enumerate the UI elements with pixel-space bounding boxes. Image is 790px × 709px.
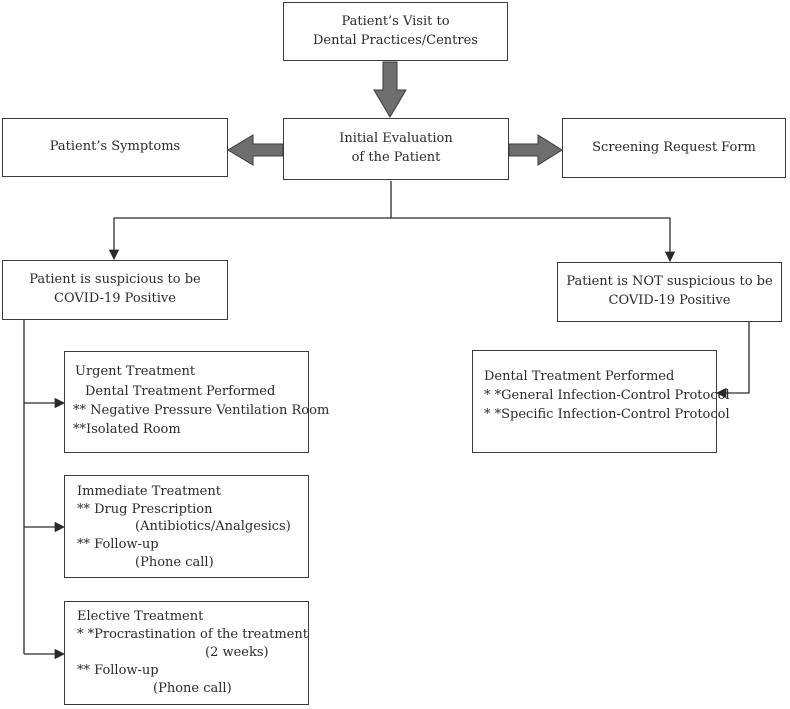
suspicious-box: Patient is suspicious to be COVID-19 Pos…	[2, 260, 228, 320]
dental-performed-line-2: * *Specific Infection-Control Protocol	[484, 407, 730, 422]
immediate-line-3: ** Follow-up	[77, 537, 159, 552]
not-suspicious-line2: COVID-19 Positive	[608, 293, 731, 308]
visit-line1: Patient’s Visit to	[341, 13, 450, 29]
not-suspicious-line1: Patient is NOT suspicious to be	[566, 274, 773, 290]
elective-treatment-box: Elective Treatment * *Procrastination of…	[64, 601, 309, 705]
immediate-line-2: (Antibiotics/Analgesics)	[135, 519, 291, 534]
arrow-initial-to-screening	[508, 134, 563, 166]
visit-box: Patient’s Visit to Dental Practices/Cent…	[283, 2, 508, 61]
dental-performed-line-1: * *General Infection-Control Protocol	[484, 388, 730, 403]
immediate-line-4: (Phone call)	[135, 555, 214, 570]
suspicious-line2: COVID-19 Positive	[54, 291, 176, 306]
dental-treatment-performed-box: Dental Treatment Performed * *General In…	[472, 350, 730, 453]
immediate-treatment-box: Immediate Treatment ** Drug Prescription…	[64, 475, 309, 578]
visit-line2: Dental Practices/Centres	[313, 32, 478, 48]
screening-label: Screening Request Form	[592, 139, 756, 155]
not-suspicious-box: Patient is NOT suspicious to be COVID-19…	[557, 262, 782, 322]
symptoms-label: Patient’s Symptoms	[49, 139, 181, 155]
urgent-line-1: Dental Treatment Performed	[85, 384, 276, 399]
immediate-line-1: ** Drug Prescription	[77, 502, 213, 517]
arrow-initial-to-symptoms	[227, 134, 284, 166]
initial-line2: of the Patient	[351, 150, 441, 165]
initial-evaluation-box: Initial Evaluation of the Patient	[283, 118, 509, 180]
elective-line-1: * *Procrastination of the treatment	[77, 627, 308, 642]
arrow-to-dental-performed	[715, 322, 750, 399]
elective-line-3: ** Follow-up	[77, 663, 159, 678]
urgent-title: Urgent Treatment	[75, 364, 196, 379]
immediate-title: Immediate Treatment	[77, 484, 221, 499]
urgent-treatment-box: Urgent Treatment Dental Treatment Perfor…	[64, 351, 329, 453]
urgent-line-2: ** Negative Pressure Ventilation Room	[73, 403, 330, 418]
elective-line-4: (Phone call)	[153, 681, 232, 696]
initial-line1: Initial Evaluation	[339, 131, 453, 147]
elective-line-2: (2 weeks)	[205, 645, 269, 660]
urgent-line-3: **Isolated Room	[73, 422, 181, 437]
arrow-visit-to-initial	[373, 61, 407, 118]
dental-performed-title: Dental Treatment Performed	[484, 369, 675, 384]
elective-title: Elective Treatment	[77, 609, 204, 624]
suspicious-line1: Patient is suspicious to be	[29, 272, 201, 288]
symptoms-box: Patient’s Symptoms	[2, 118, 228, 177]
screening-box: Screening Request Form	[562, 118, 786, 178]
